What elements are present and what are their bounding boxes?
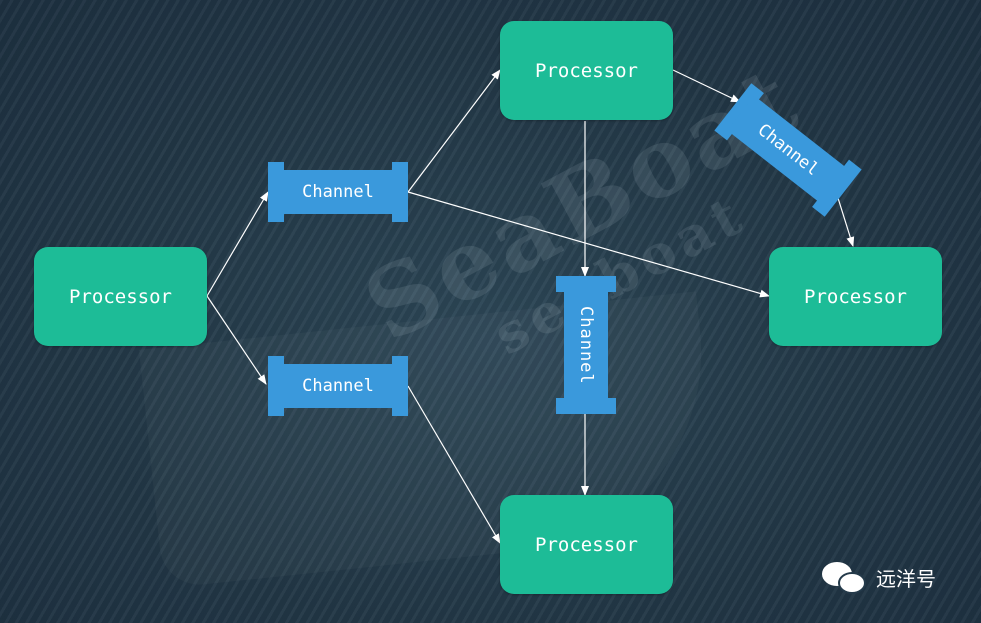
channel-cap: [392, 356, 408, 416]
brand-watermark: 远洋号: [822, 560, 936, 594]
channel-cap: [556, 398, 616, 414]
wechat-icon: [822, 560, 868, 594]
channel-upper: Channel: [268, 162, 408, 222]
processor-label: Processor: [804, 285, 907, 308]
channel-body: [564, 286, 608, 404]
processor-label: Processor: [535, 533, 638, 556]
edge-cdiagonal-pright: [837, 197, 855, 247]
processor-right: Processor: [769, 247, 942, 346]
brand-name: 远洋号: [876, 566, 936, 591]
channel-lower: Channel: [268, 356, 408, 416]
edge-ptop-cdiagonal: [672, 69, 741, 103]
channel-body: [278, 364, 398, 408]
processor-label: Processor: [69, 285, 172, 308]
channel-label: Channel: [302, 376, 374, 396]
channel-body: [278, 170, 398, 214]
edge-cupper-ptop: [407, 69, 501, 193]
processor-top: Processor: [500, 21, 673, 120]
channel-label: Channel: [302, 182, 374, 202]
channel-vertical: Channel: [556, 276, 616, 414]
channel-cap: [392, 162, 408, 222]
edge-cupper-pright: [407, 191, 770, 298]
edge-pleft-clower: [206, 295, 267, 385]
edge-clower-pbottom: [407, 385, 501, 544]
processor-bottom: Processor: [500, 495, 673, 594]
processor-left: Processor: [34, 247, 207, 346]
channel-label: Channel: [576, 305, 596, 385]
edge-pleft-cupper: [206, 191, 269, 297]
processor-label: Processor: [535, 59, 638, 82]
